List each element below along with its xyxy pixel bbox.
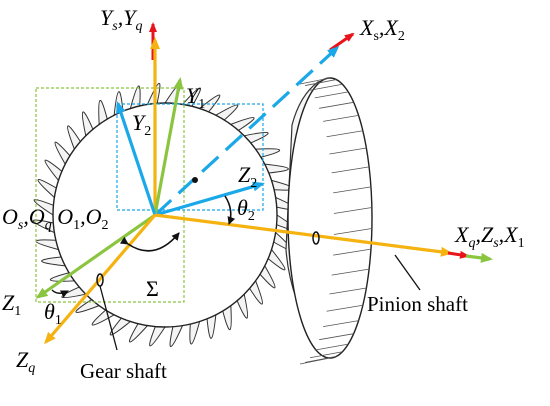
- pinion-tooth: [309, 83, 343, 91]
- gear-tooth: [149, 326, 166, 347]
- y1-axis: [153, 77, 184, 216]
- gear-tooth: [32, 219, 55, 233]
- pinion-tooth: [331, 268, 370, 276]
- pinion-tooth: [333, 186, 372, 194]
- pinion-tooth: [329, 147, 367, 155]
- pinion-tooth: [299, 357, 331, 365]
- caption-gear-shaft: Gear shaft: [80, 359, 167, 383]
- z2-axis: [154, 181, 265, 217]
- gear-tooth: [109, 317, 131, 336]
- gear-tooth: [41, 256, 66, 267]
- pinion-drawing: [285, 77, 373, 365]
- gear-tooth: [169, 325, 183, 348]
- label-z1: Z1: [2, 290, 21, 319]
- blue-dashed-box: [116, 103, 264, 211]
- pinion-tooth: [323, 320, 359, 328]
- gear-tooth: [98, 99, 108, 125]
- label-ys-yq: Ys,Yq: [100, 5, 142, 34]
- gear-tooth: [54, 141, 71, 165]
- gear-tooth: [255, 148, 281, 158]
- zs-axis-red: [447, 250, 470, 259]
- label-sigma: Σ: [146, 276, 159, 301]
- gear-tooth: [215, 104, 239, 121]
- pinion-shaft-marker: [312, 231, 320, 245]
- gear-tooth: [33, 199, 54, 216]
- gear-tooth: [37, 179, 57, 198]
- xq-zs-x1-axis: [154, 213, 453, 257]
- gear-tooth: [129, 85, 141, 109]
- gear-tooth: [129, 323, 148, 343]
- gear-tooth: [244, 131, 269, 144]
- pinion-tooth: [323, 114, 359, 122]
- pinion-tooth: [299, 77, 331, 85]
- pinion-tooth: [304, 79, 337, 86]
- pinion-tooth: [309, 351, 343, 359]
- gear-shaft-leader: [99, 285, 118, 351]
- label-theta1: θ1: [44, 299, 62, 328]
- gear-tooth: [75, 299, 100, 313]
- pinion-tooth: [319, 101, 354, 109]
- pinion-tooth: [314, 91, 349, 99]
- label-zq: Zq: [16, 347, 35, 376]
- theta1-arc: [51, 289, 69, 298]
- gear-tooth: [264, 163, 289, 174]
- label-theta2: θ2: [237, 195, 255, 224]
- green-dashed-box: [35, 87, 185, 303]
- gear-tooth: [249, 280, 263, 305]
- pinion-tooth: [331, 166, 370, 174]
- gear-tooth: [206, 314, 217, 339]
- gear-tooth: [189, 321, 201, 345]
- gear-tooth: [259, 265, 276, 289]
- label-y2: Y2: [132, 110, 151, 139]
- label-y1: Y1: [186, 83, 205, 112]
- pinion-tooth: [333, 248, 372, 256]
- gear-tooth: [44, 159, 63, 181]
- label-xq-zs-x1: Xq,Zs,X1: [454, 222, 525, 251]
- label-origins: Os,Oq O1,O2: [2, 204, 109, 233]
- pinion-tooth: [319, 333, 354, 341]
- x1-axis-green: [465, 252, 493, 263]
- pinion-tooth: [326, 304, 363, 312]
- pinion-tooth: [333, 228, 372, 235]
- label-xs-x2: Xs,X2: [359, 15, 405, 44]
- caption-pinion-shaft: Pinion shaft: [367, 292, 468, 316]
- pinion-tooth: [326, 130, 363, 138]
- xs-axis-dot: [192, 177, 198, 183]
- sigma-arc: [119, 232, 180, 252]
- pinion-tooth: [329, 287, 367, 295]
- gear-tooth: [67, 125, 81, 150]
- gear-tooth: [267, 249, 286, 271]
- z1-axis: [35, 213, 156, 299]
- theta2-arc: [224, 195, 236, 225]
- gear-tooth: [81, 111, 94, 136]
- gear-tooth: [35, 239, 59, 251]
- pinion-tooth: [314, 343, 349, 351]
- gear-tooth: [230, 117, 255, 131]
- pinion-shaft-leader: [394, 254, 421, 291]
- gear-tooth: [236, 294, 249, 319]
- gear-tooth: [182, 87, 201, 107]
- y2-axis: [116, 101, 157, 216]
- gear-tooth: [222, 305, 232, 331]
- pinion-tooth: [333, 207, 372, 214]
- xs-axis-red: [329, 32, 355, 52]
- xs-x2-axis: [153, 45, 340, 217]
- pinion-tooth: [304, 356, 337, 363]
- label-z2: Z2: [238, 162, 257, 191]
